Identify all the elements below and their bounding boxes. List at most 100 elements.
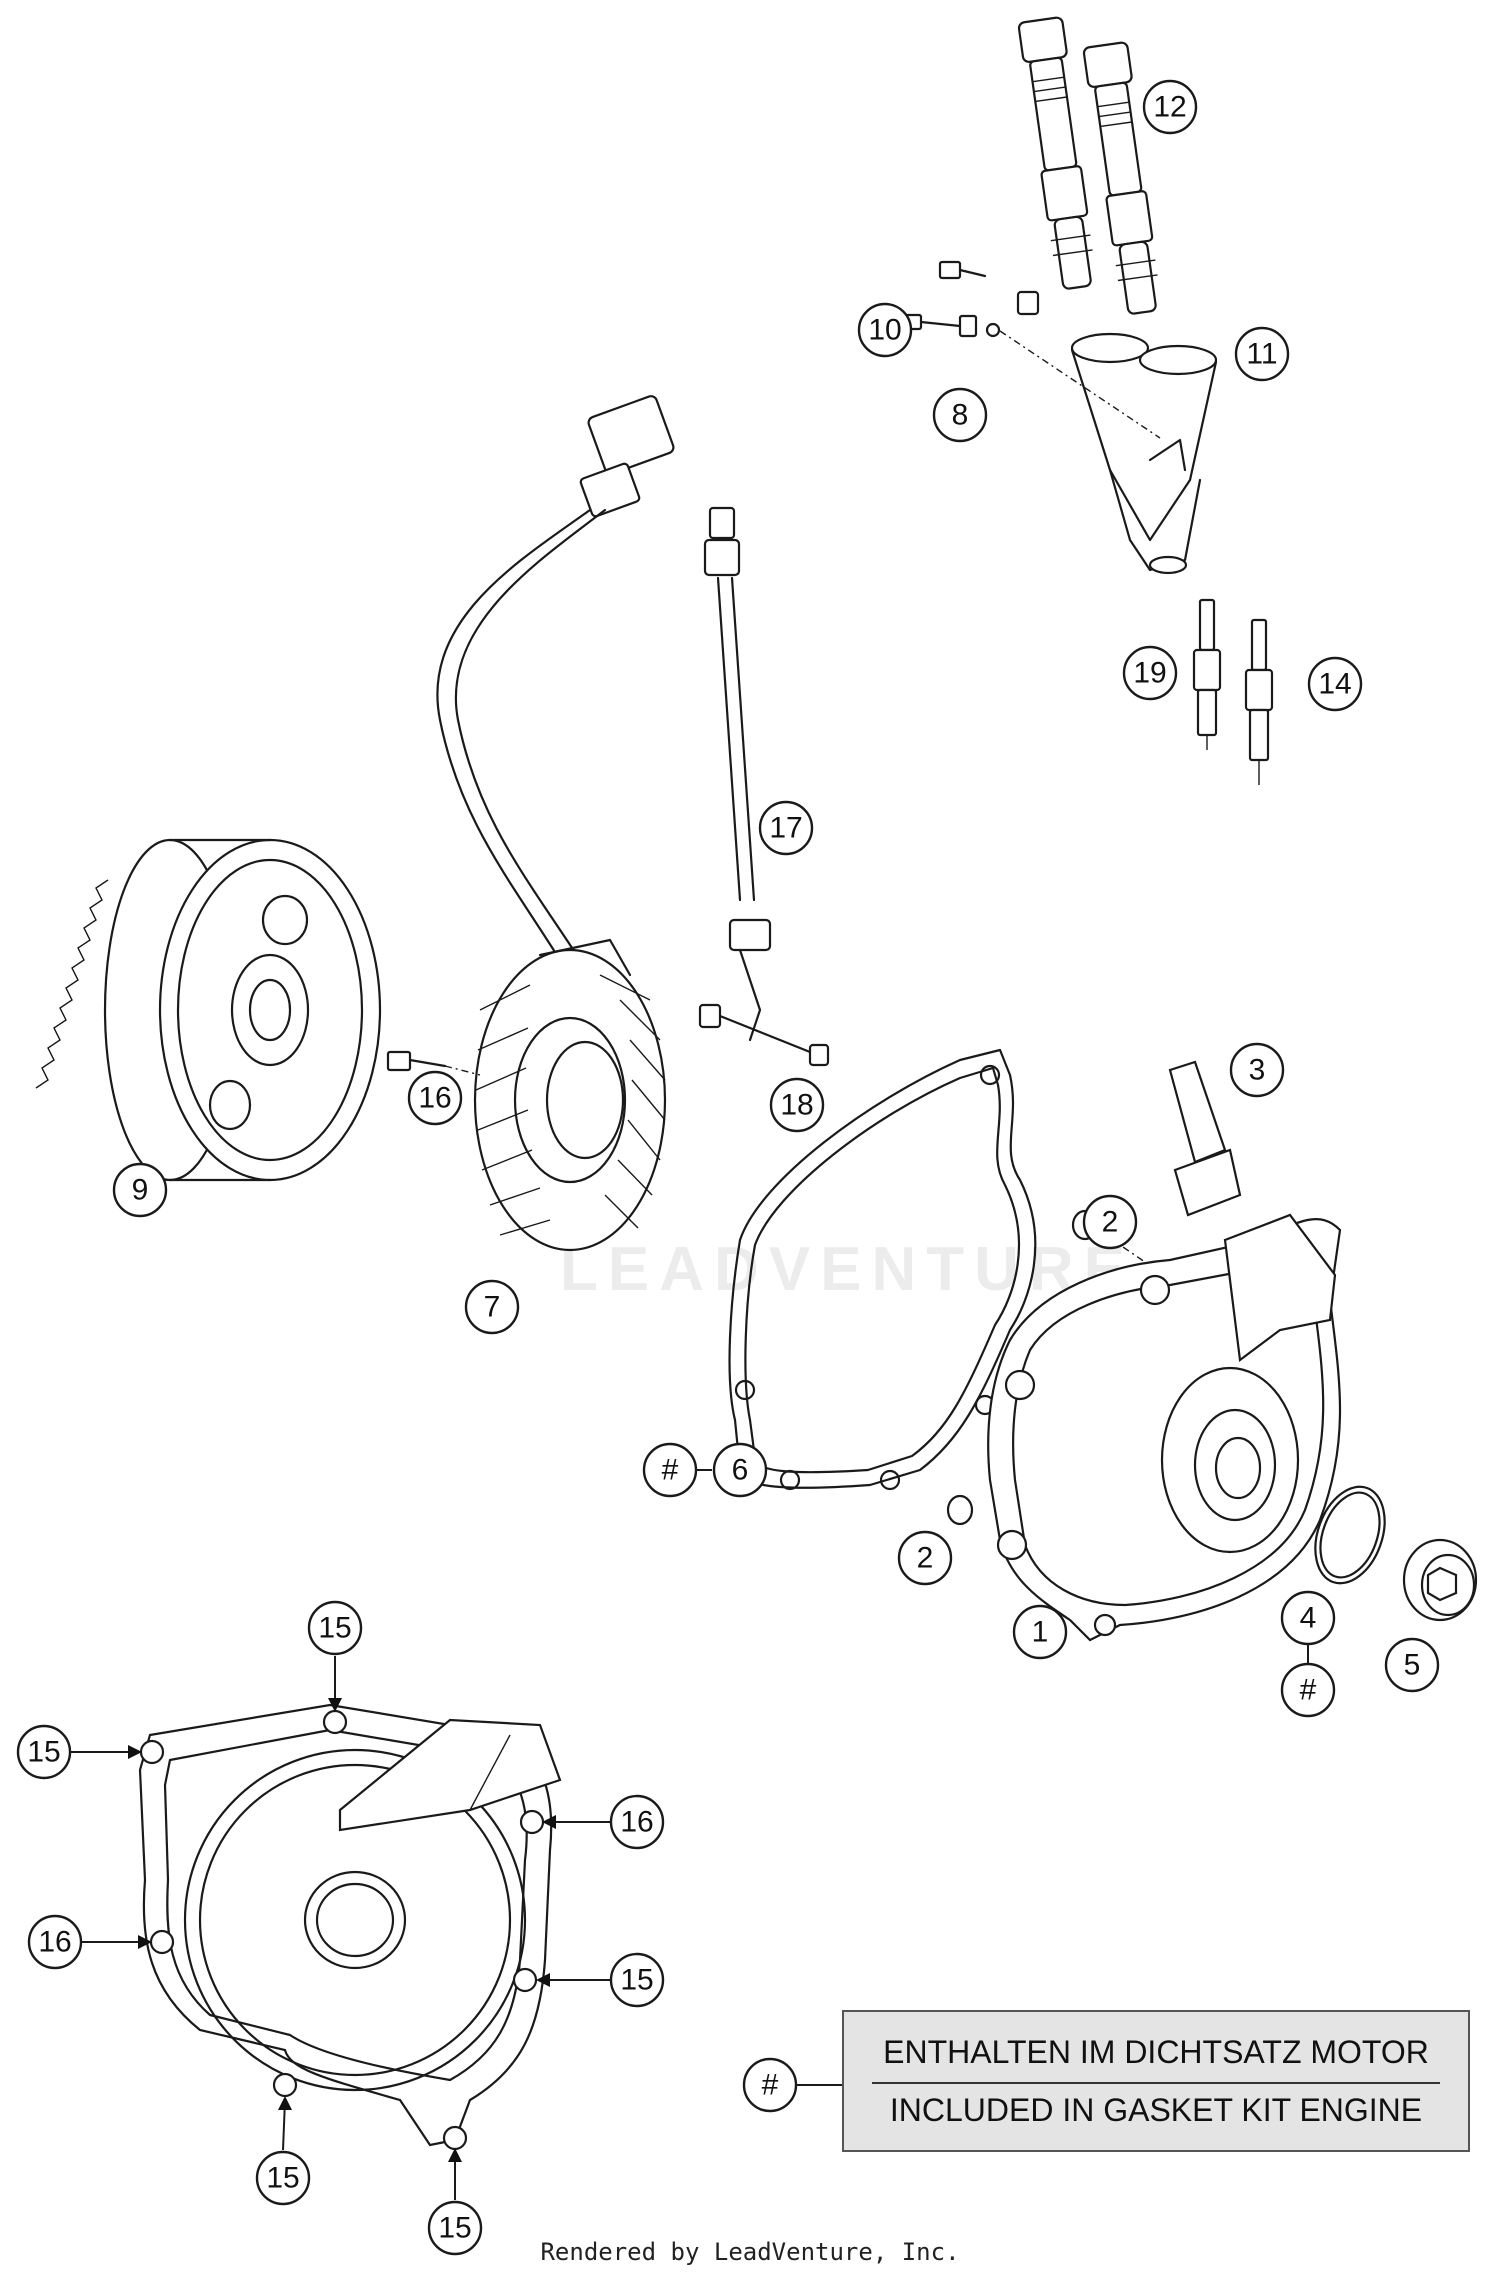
callout-circle bbox=[1012, 1604, 1068, 1660]
watermark-text: LEADVENTURE bbox=[560, 1235, 1135, 1304]
callout-circle bbox=[464, 1279, 520, 1335]
callout-label: 5 bbox=[1404, 1649, 1421, 1682]
callout-1: 1 bbox=[1012, 1604, 1068, 1660]
callout-7: 7 bbox=[464, 1279, 520, 1335]
callout-label: 14 bbox=[1318, 668, 1351, 701]
callout-circle bbox=[769, 1077, 825, 1133]
callout-18: 18 bbox=[769, 1077, 825, 1133]
callout-label: 16 bbox=[418, 1082, 451, 1115]
callout-circle bbox=[307, 1600, 363, 1656]
callout-12: 12 bbox=[1142, 79, 1198, 135]
callout-14: 14 bbox=[1307, 656, 1363, 712]
callout-15-bottom-right: 15 bbox=[427, 2200, 483, 2256]
bolt-part-16-stator bbox=[386, 1050, 481, 1076]
callout-11: 11 bbox=[1234, 326, 1290, 382]
callout-label: # bbox=[662, 1454, 679, 1487]
coil-housing-part-11 bbox=[1070, 332, 1218, 575]
plug-screw-part-5 bbox=[1402, 1538, 1478, 1622]
callout-circle bbox=[1122, 645, 1178, 701]
footer-credit: Rendered by LeadVenture, Inc. bbox=[540, 2238, 960, 2266]
o-ring-part-4 bbox=[1314, 1485, 1386, 1585]
callout-label: 8 bbox=[952, 399, 969, 432]
callout-circle bbox=[1307, 656, 1363, 712]
callout-circle bbox=[1280, 1590, 1336, 1646]
callout-circle bbox=[857, 302, 913, 358]
callout-circle bbox=[1280, 1662, 1336, 1718]
callout-circle bbox=[112, 1162, 168, 1218]
callout-label: 15 bbox=[620, 1964, 653, 1997]
callout-label: 3 bbox=[1249, 1054, 1266, 1087]
callout-label: 16 bbox=[620, 1806, 653, 1839]
callout-label: 6 bbox=[732, 1454, 749, 1487]
bolt-upper-part bbox=[938, 260, 1040, 316]
callout-circle bbox=[609, 1794, 665, 1850]
hash-marker-6: # bbox=[642, 1442, 698, 1498]
callout-label: 15 bbox=[318, 1612, 351, 1645]
callout-label: 15 bbox=[438, 2212, 471, 2245]
legend-text-english: INCLUDED IN GASKET KIT ENGINE bbox=[889, 2092, 1423, 2128]
flywheel-rotor-part-9 bbox=[35, 838, 382, 1182]
callout-19: 19 bbox=[1122, 645, 1178, 701]
callout-5: 5 bbox=[1384, 1637, 1440, 1693]
callout-label: 17 bbox=[769, 812, 802, 845]
callout-label: 4 bbox=[1300, 1602, 1317, 1635]
callout-label: # bbox=[762, 2069, 779, 2102]
stator-connector-wire bbox=[436, 395, 675, 962]
legend-box: ENTHALTEN IM DICHTSATZ MOTOR INCLUDED IN… bbox=[842, 2010, 1470, 2152]
callout-circle bbox=[27, 1914, 83, 1970]
callout-circle bbox=[758, 800, 814, 856]
callout-16-left: 16 bbox=[27, 1914, 83, 1970]
callout-15-bottom-left: 15 bbox=[255, 2150, 311, 2206]
callout-label: # bbox=[1300, 1674, 1317, 1707]
callout-16-right: 16 bbox=[609, 1794, 665, 1850]
callout-circle bbox=[16, 1724, 72, 1780]
callout-circle bbox=[897, 1530, 953, 1586]
callout-label: 7 bbox=[484, 1291, 501, 1324]
callout-circle bbox=[712, 1442, 768, 1498]
callout-2-lower: 2 bbox=[897, 1530, 953, 1586]
callout-label: 19 bbox=[1133, 657, 1166, 690]
callout-4: 4 bbox=[1280, 1590, 1336, 1646]
callout-label: 15 bbox=[266, 2162, 299, 2195]
dowel-part-2-lower bbox=[946, 1494, 974, 1526]
callout-circle bbox=[642, 1442, 698, 1498]
legend-divider bbox=[872, 2082, 1440, 2084]
callout-label: 18 bbox=[780, 1089, 813, 1122]
bolt-part-18 bbox=[698, 1003, 830, 1067]
callout-label: 2 bbox=[1102, 1206, 1119, 1239]
callouts: 1 2 2 3 4 5 6 7 8 9 10 11 12 14 15 15 15… bbox=[16, 79, 1440, 2256]
callout-circle bbox=[609, 1952, 665, 2008]
hash-marker-4: # bbox=[1280, 1662, 1336, 1718]
callout-circle bbox=[255, 2150, 311, 2206]
callout-label: 1 bbox=[1032, 1616, 1049, 1649]
ignition-coil-part-12 bbox=[1017, 16, 1158, 315]
callout-circle bbox=[1082, 1194, 1138, 1250]
callout-circle bbox=[1384, 1637, 1440, 1693]
callout-3: 3 bbox=[1229, 1042, 1285, 1098]
callout-9: 9 bbox=[112, 1162, 168, 1218]
callout-circle bbox=[932, 387, 988, 443]
callout-label: 12 bbox=[1153, 91, 1186, 124]
callout-label: 16 bbox=[38, 1926, 71, 1959]
legend-text-german: ENTHALTEN IM DICHTSATZ MOTOR bbox=[883, 2034, 1429, 2070]
callout-8: 8 bbox=[932, 387, 988, 443]
callout-label: 11 bbox=[1246, 338, 1277, 371]
callout-circle bbox=[1229, 1042, 1285, 1098]
bracket-part-3 bbox=[1168, 1060, 1242, 1217]
spark-plug-part-14 bbox=[1244, 618, 1274, 785]
callout-10: 10 bbox=[857, 302, 913, 358]
callout-label: 15 bbox=[27, 1736, 60, 1769]
callout-circle bbox=[427, 2200, 483, 2256]
callout-17: 17 bbox=[758, 800, 814, 856]
ignition-cover-part-1 bbox=[987, 1213, 1342, 1642]
callout-label: 10 bbox=[868, 314, 901, 347]
callout-15-left: 15 bbox=[16, 1724, 72, 1780]
leader-lines bbox=[70, 1469, 1309, 2200]
sensor-cable-part-17 bbox=[703, 506, 772, 1042]
hash-marker-legend: # bbox=[742, 2057, 798, 2113]
callout-circle bbox=[742, 2057, 798, 2113]
spark-plug-part-19 bbox=[1192, 598, 1222, 750]
stator-part-7 bbox=[473, 938, 667, 1252]
callout-15-right: 15 bbox=[609, 1952, 665, 2008]
callout-circle bbox=[1142, 79, 1198, 135]
